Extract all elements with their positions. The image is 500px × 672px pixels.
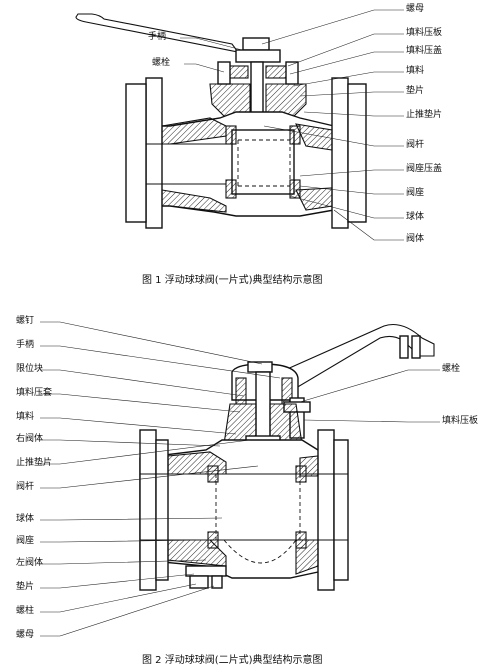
fig2-label-gasket: 垫片: [16, 582, 35, 592]
fig2-label-nut: 螺母: [16, 630, 35, 640]
fig1-nut: [242, 37, 270, 51]
figure2-caption: 图 2 浮动球球阀(二片式)典型结构示意图: [142, 655, 323, 666]
fig2-label-packing-plate: 填料压板: [442, 416, 479, 426]
fig1-label-ball: 球体: [406, 212, 425, 222]
figure1-caption: 图 1 浮动球球阀(一片式)典型结构示意图: [142, 275, 323, 286]
fig2-label-bolt: 螺栓: [442, 364, 461, 374]
figure2-leaders: [40, 321, 440, 637]
fig2-label-packing: 填料: [16, 412, 35, 422]
fig2-label-packing-sleeve: 填料压套: [16, 388, 53, 398]
fig2-label-seat: 阀座: [16, 536, 35, 546]
fig1-label-stem: 阀杆: [406, 140, 425, 150]
fig2-label-handle: 手柄: [16, 340, 35, 350]
fig1-bolt-left: [217, 61, 231, 85]
fig1-label-packing-plate: 填料压板: [406, 28, 443, 38]
fig1-label-nut: 螺母: [406, 4, 425, 14]
fig1-handle-hub: [235, 49, 281, 63]
figure1-drawing: [75, 13, 367, 229]
fig1-label-gasket: 垫片: [406, 86, 425, 96]
fig1-label-handle: 手柄: [148, 32, 167, 42]
fig1-label-gland: 填料压盖: [406, 46, 443, 56]
fig1-label-bolt: 螺栓: [152, 58, 171, 68]
fig1-label-packing: 填料: [406, 66, 425, 76]
fig1-label-seat-retainer: 阀座压盖: [406, 164, 443, 174]
fig2-label-right-body: 右阀体: [16, 434, 44, 444]
fig2-label-stop-block: 限位块: [16, 364, 44, 374]
figure1-leaders: [180, 9, 404, 241]
fig2-label-ball: 球体: [16, 514, 35, 524]
figure2-drawing: [139, 323, 435, 591]
fig2-handle: [274, 323, 435, 389]
fig2-label-stud: 螺柱: [16, 606, 35, 616]
fig1-label-seat: 阀座: [406, 188, 425, 198]
fig2-label-left-body: 左阀体: [16, 558, 44, 568]
fig1-label-body: 阀体: [406, 234, 425, 244]
fig2-label-stem: 阀杆: [16, 482, 35, 492]
fig2-label-thrust-washer: 止推垫片: [16, 458, 53, 468]
fig1-bolt-right: [285, 61, 299, 85]
fig2-label-screw: 螺钉: [16, 316, 35, 326]
fig1-label-thrust-washer: 止推垫片: [406, 110, 443, 120]
